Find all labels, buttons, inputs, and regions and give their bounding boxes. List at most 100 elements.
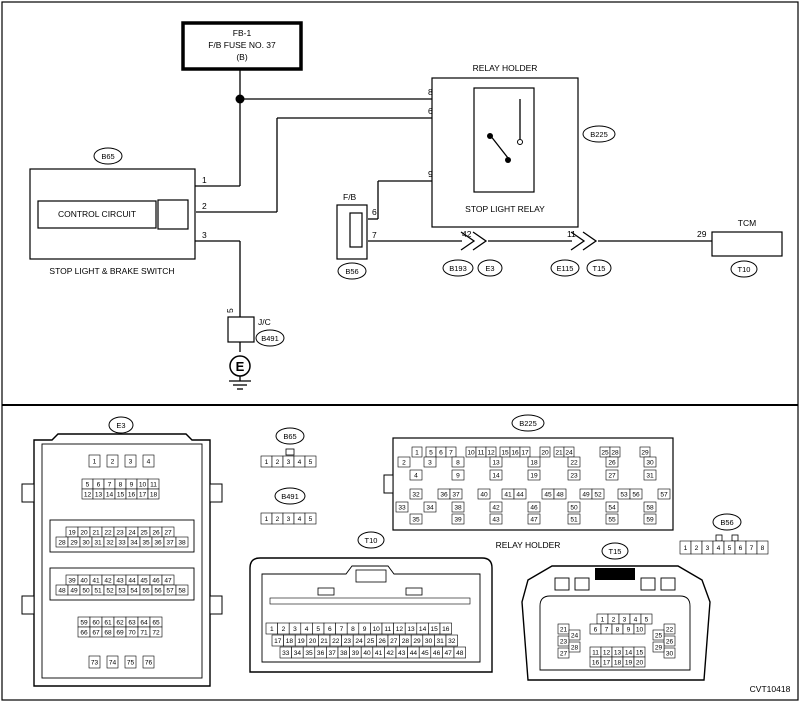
e3-pin: 27	[164, 529, 172, 536]
t10-pin: 29	[413, 638, 421, 645]
b225-cell	[643, 501, 657, 513]
pin-label: 7	[372, 230, 377, 240]
t15-cell	[633, 656, 646, 668]
jc-label: J/C	[258, 317, 271, 327]
e3-pin: 28	[58, 539, 66, 546]
b225-pin: 46	[530, 504, 538, 511]
b225-cell	[605, 456, 619, 468]
b225-pin: 45	[544, 491, 552, 498]
e3-pin: 5	[86, 481, 90, 488]
b225-pin: 59	[646, 516, 654, 523]
t15-cell	[557, 623, 570, 635]
relay-holder-title: RELAY HOLDER	[473, 63, 538, 73]
b65-pin: 2	[276, 459, 280, 466]
b65-pin: 1	[265, 459, 269, 466]
b225-pin: 1	[415, 449, 419, 456]
t15-pin: 25	[655, 632, 663, 639]
e3-pin: 61	[104, 619, 112, 626]
b225-pin: 34	[426, 504, 434, 511]
b225-pin: 16	[511, 449, 519, 456]
e3-cell	[124, 655, 137, 669]
b225-pin: 31	[646, 472, 654, 479]
e3-pin: 25	[140, 529, 148, 536]
t15-pin: 20	[636, 659, 644, 666]
b225-cell	[567, 456, 581, 468]
e3-pin: 72	[152, 629, 160, 636]
b225-pin: 5	[429, 449, 433, 456]
b225-cell	[591, 488, 605, 500]
e3-pin: 8	[119, 481, 123, 488]
connector-tag-b65: B65	[93, 147, 123, 165]
e3-cell	[147, 488, 160, 500]
b491-cell	[304, 512, 317, 525]
t15-pin: 10	[636, 626, 644, 633]
e3-pin: 40	[80, 577, 88, 584]
t10-pin: 8	[351, 626, 355, 633]
splice-point	[235, 94, 245, 104]
e3-pin: 74	[109, 659, 117, 666]
e3-pin: 54	[130, 587, 138, 594]
t10-pin: 30	[425, 638, 433, 645]
e3-cell	[88, 454, 101, 468]
b225-pin: 20	[541, 449, 549, 456]
b56-pin: 2	[695, 545, 699, 552]
e3-pin: 45	[140, 577, 148, 584]
e3-pin: 76	[145, 659, 153, 666]
t15-pin: 9	[627, 626, 631, 633]
t10-pin: 17	[274, 638, 282, 645]
b225-pin: 9	[456, 472, 460, 479]
b225-cell	[527, 456, 541, 468]
svg-text:B56: B56	[345, 267, 358, 276]
svg-text:B56: B56	[720, 518, 733, 527]
e3-pin: 63	[128, 619, 136, 626]
e3-pin: 43	[116, 577, 124, 584]
b225-cell	[451, 513, 465, 525]
e3-pin: 68	[104, 629, 112, 636]
e3-pin: 33	[118, 539, 126, 546]
e3-cell	[142, 655, 155, 669]
t15-pin: 19	[625, 659, 633, 666]
t10-pin: 41	[375, 650, 383, 657]
e3-pin: 13	[95, 491, 103, 498]
e3-cell	[149, 626, 163, 638]
b225-pin: 36	[440, 491, 448, 498]
svg-text:B65: B65	[283, 432, 296, 441]
e3-cell	[142, 454, 155, 468]
b225-cell	[489, 501, 503, 513]
b225-pin: 52	[594, 491, 602, 498]
b225-cell	[605, 513, 619, 525]
fuse-line2: F/B FUSE NO. 37	[208, 40, 276, 50]
b225-cell	[489, 469, 503, 481]
t10-pin: 5	[316, 626, 320, 633]
b225-pin: 3	[428, 459, 432, 466]
relay-holder-bottom-label: RELAY HOLDER	[496, 540, 561, 550]
b225-pin: 11	[478, 449, 485, 456]
t15-cell	[640, 613, 653, 625]
t10-pin: 32	[448, 638, 456, 645]
t15-pin: 28	[571, 644, 579, 651]
svg-text:B225: B225	[590, 130, 608, 139]
b225-pin: 17	[521, 449, 529, 456]
e3-pin: 23	[116, 529, 124, 536]
e3-pin: 42	[104, 577, 112, 584]
t15-pin: 21	[560, 626, 568, 633]
connector-tag-t15: T15	[586, 259, 612, 277]
b225-pin: 28	[611, 449, 619, 456]
b225-cell	[449, 488, 463, 500]
e3-pin: 2	[111, 458, 115, 465]
e3-pin: 66	[80, 629, 88, 636]
t10-pin: 23	[344, 638, 352, 645]
t15-pin: 4	[634, 616, 638, 623]
e3-pin: 31	[94, 539, 102, 546]
fb-box: F/B	[336, 192, 368, 260]
svg-text:T10: T10	[738, 265, 751, 274]
b225-pin: 27	[608, 472, 616, 479]
e3-pin: 46	[152, 577, 160, 584]
t10-pin: 28	[402, 638, 410, 645]
t10-pin: 16	[442, 626, 450, 633]
b225-cell	[539, 446, 551, 458]
t10-pin: 34	[294, 650, 302, 657]
